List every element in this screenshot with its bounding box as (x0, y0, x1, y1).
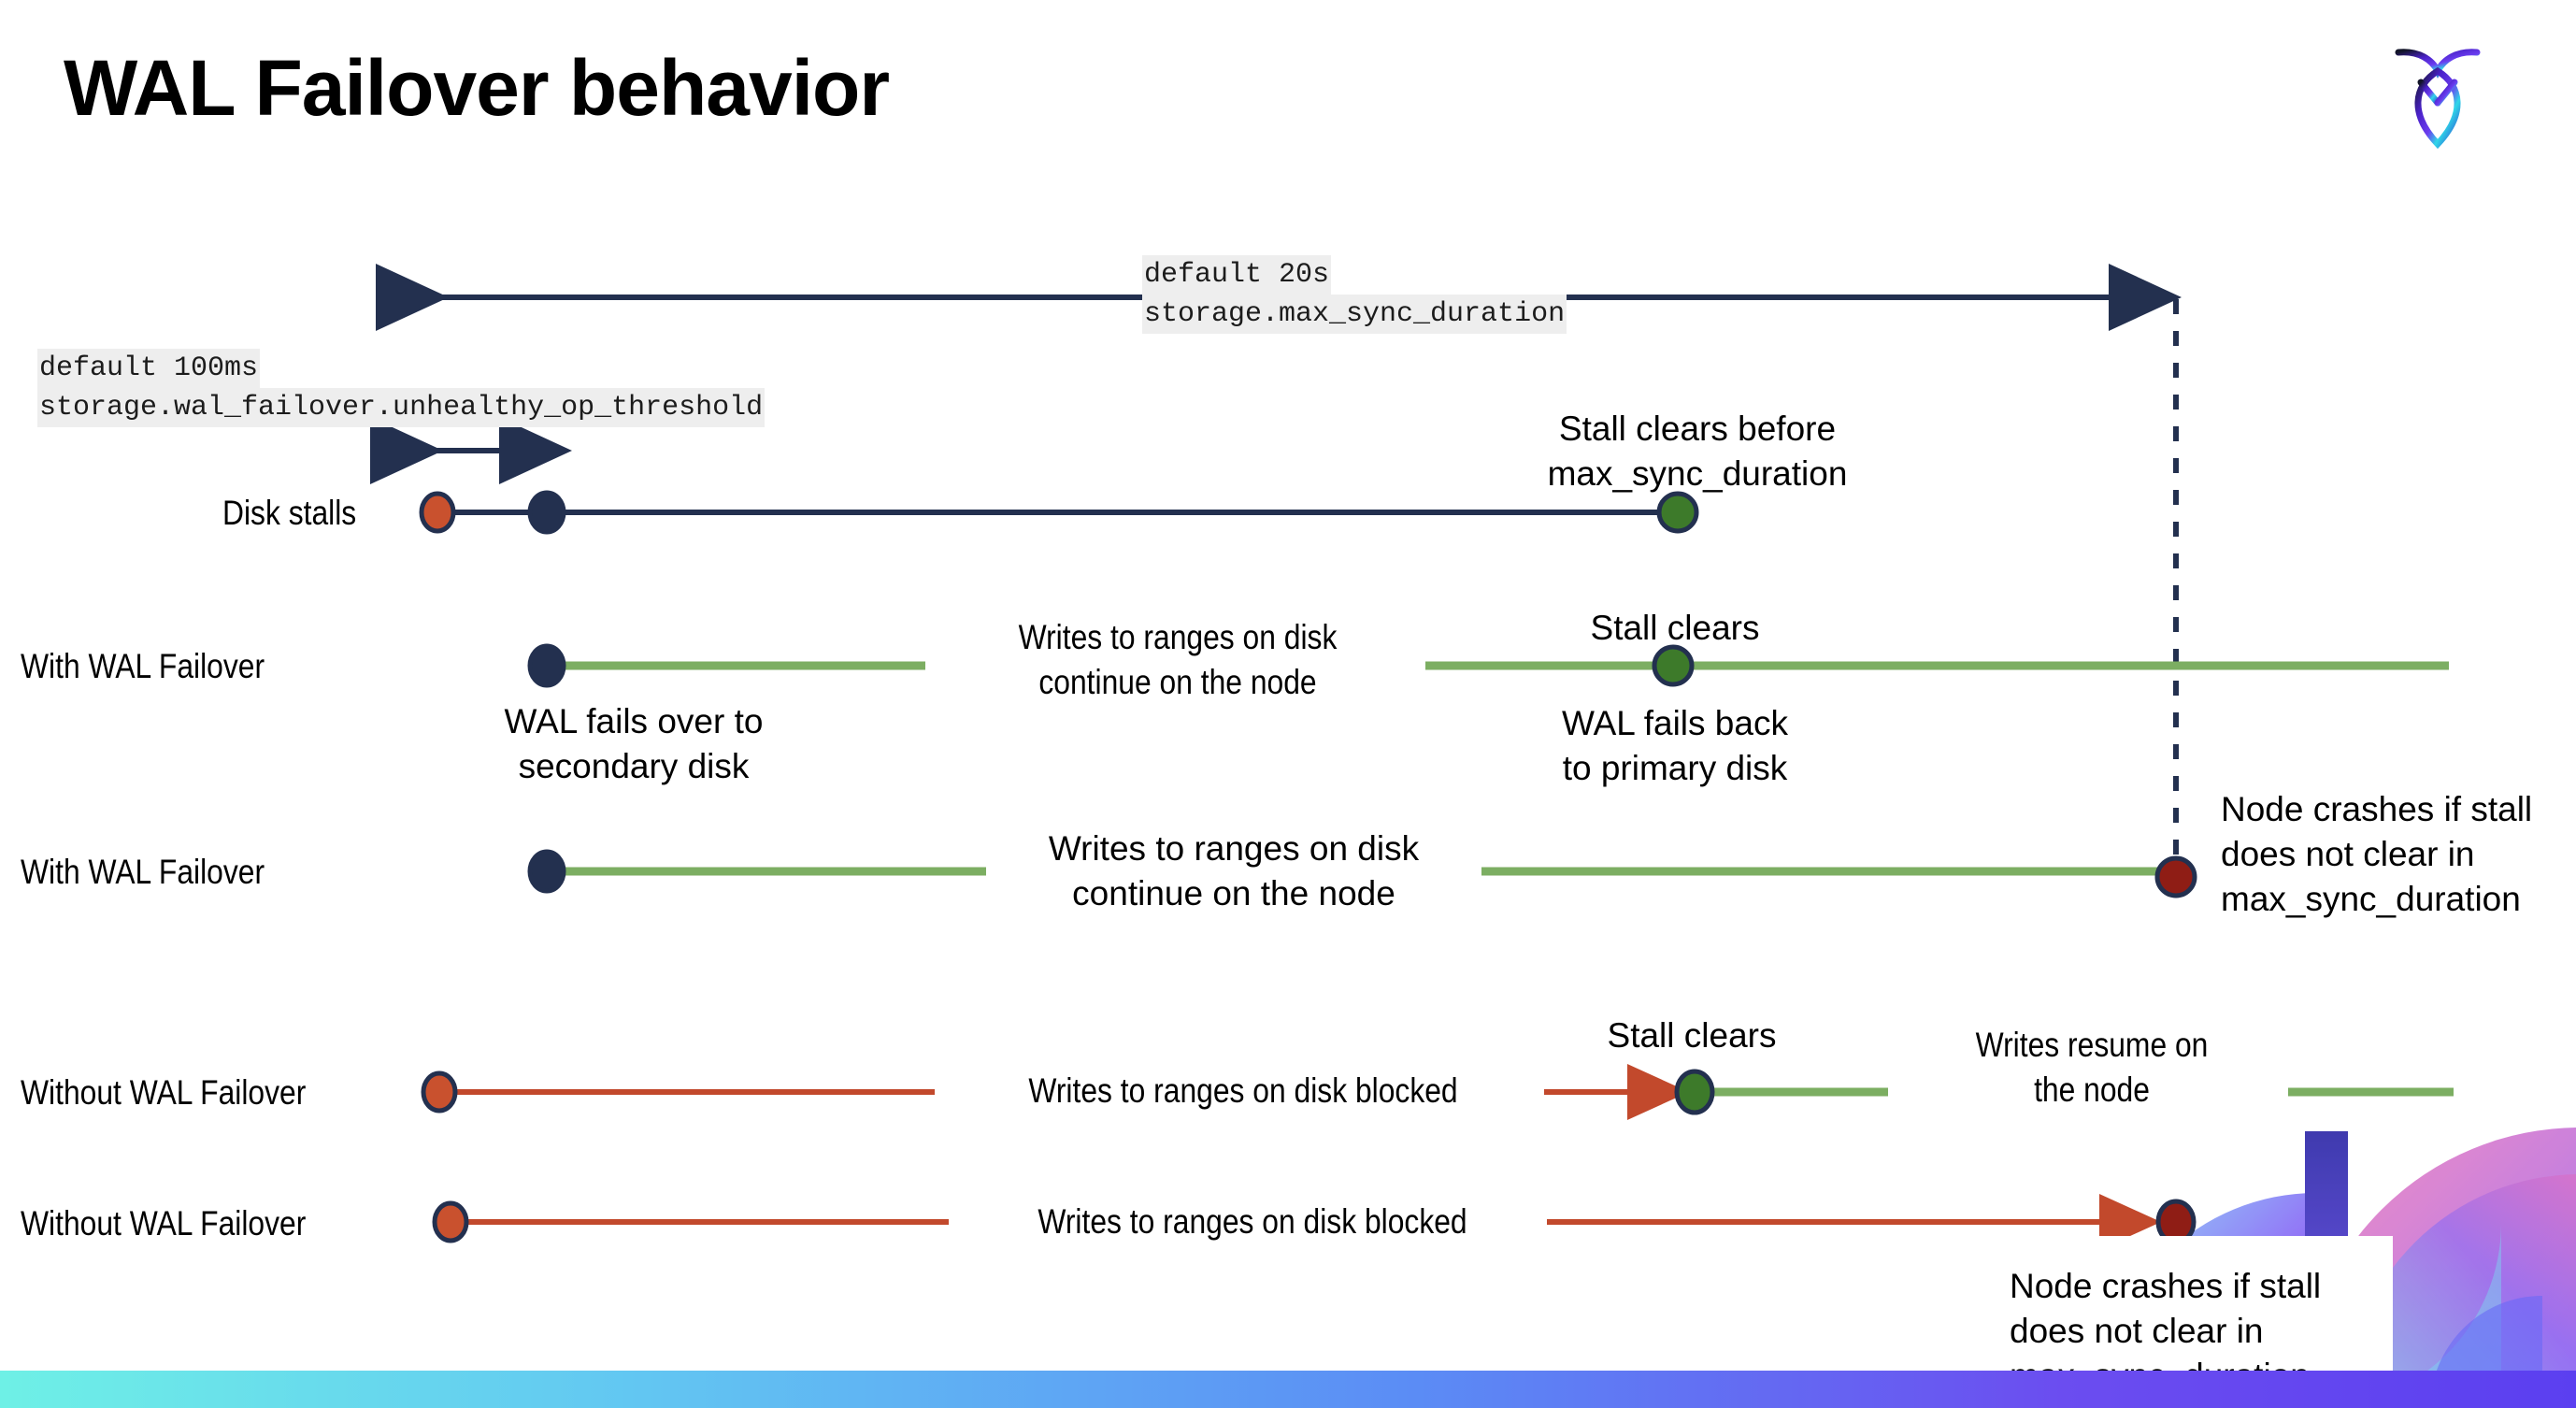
row-label-without-wal-failover-1: Without WAL Failover (21, 1073, 307, 1112)
bottom-gradient-bar (0, 1371, 2576, 1408)
annotation-writes-continue-2: Writes to ranges on disk continue on the… (1048, 829, 1420, 912)
marker-wal-failover-start (527, 643, 566, 688)
row-with-wal-failover-clears (527, 643, 2449, 688)
marker-wal-failover-start (527, 849, 566, 894)
marker-stall-begin (419, 491, 456, 534)
annotation-wal-fails-back: WAL fails back to primary disk (1562, 704, 1788, 787)
row-label-disk-stalls: Disk stalls (222, 494, 357, 532)
annotation-wal-fails-over: WAL fails over to secondary disk (504, 702, 764, 785)
max-sync-default-chip: default 20s (1142, 255, 1332, 295)
annotation-stall-clears-before: Stall clears before max_sync_duration (1547, 409, 1848, 493)
annotation-writes-blocked-1: Writes to ranges on disk blocked (1028, 1071, 1458, 1110)
unhealthy-setting-chip: storage.wal_failover.unhealthy_op_thresh… (37, 388, 766, 427)
annotation-node-crashes-1: Node crashes if stall does not clear in … (2221, 790, 2533, 918)
row-without-wal-failover-clears (421, 1064, 2454, 1120)
annotation-writes-blocked-2: Writes to ranges on disk blocked (1038, 1202, 1467, 1241)
cockroachdb-logo-icon (2382, 28, 2494, 159)
unhealthy-default-chip: default 100ms (37, 349, 261, 388)
row-without-wal-failover-crash (432, 1194, 2197, 1250)
max-sync-setting-chip: storage.max_sync_duration (1142, 295, 1567, 334)
marker-writes-blocked (421, 1070, 458, 1113)
row-disk-stalls (419, 490, 1699, 535)
page-title: WAL Failover behavior (64, 44, 890, 132)
annotation-writes-resume: Writes resume on the node (1975, 1026, 2209, 1109)
annotation-stall-clears-row2: Stall clears (1590, 609, 1760, 647)
row-label-with-wal-failover-2: With WAL Failover (21, 853, 265, 891)
annotation-stall-clears-row4: Stall clears (1607, 1016, 1777, 1055)
marker-unhealthy-threshold (527, 490, 566, 535)
row-label-with-wal-failover-1: With WAL Failover (21, 647, 265, 685)
marker-stall-clears (1674, 1069, 1715, 1115)
marker-node-crash (2154, 855, 2197, 898)
row-label-without-wal-failover-2: Without WAL Failover (21, 1204, 307, 1243)
marker-stall-clears (1652, 644, 1695, 687)
marker-stall-clears (1656, 491, 1699, 534)
marker-writes-blocked (432, 1200, 469, 1243)
row-with-wal-failover-crash (527, 849, 2197, 898)
annotation-writes-continue-1: Writes to ranges on disk continue on the… (1018, 618, 1338, 701)
